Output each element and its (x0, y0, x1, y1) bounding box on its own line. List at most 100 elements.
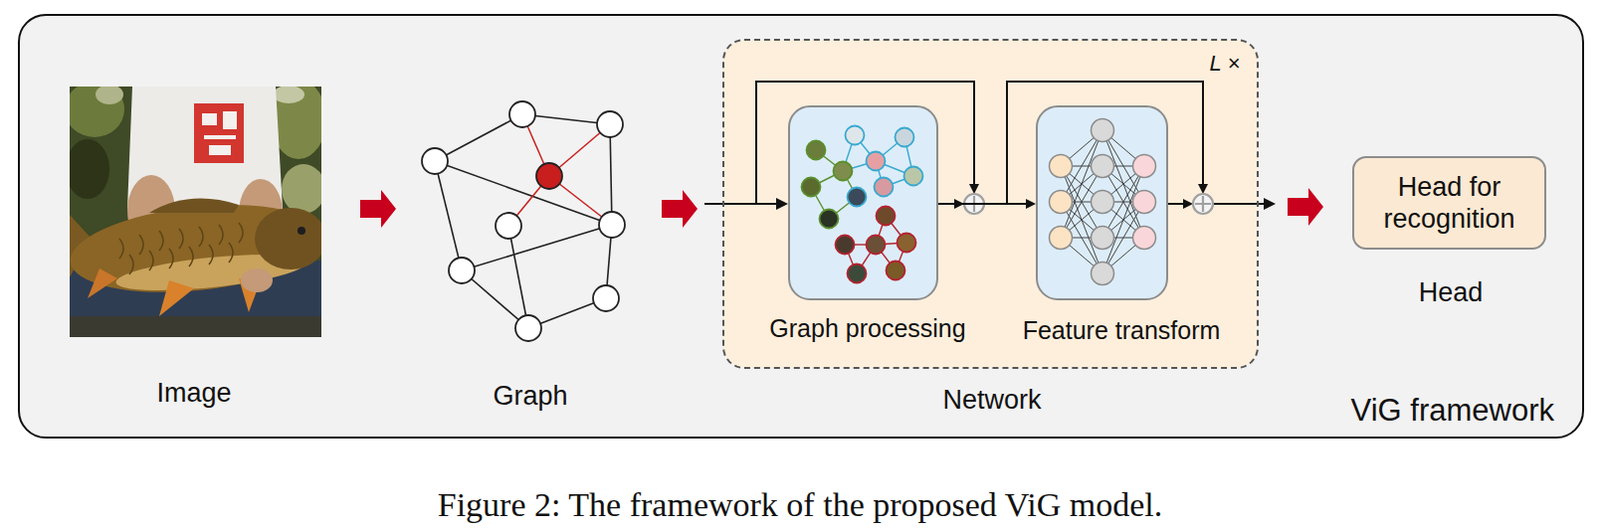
mlp-neuron (1049, 226, 1073, 250)
patch-node (806, 141, 826, 161)
box-fill (18, 14, 1584, 438)
graph-edges (434, 114, 612, 329)
patch-node (874, 178, 894, 198)
flow-arrow-shape (1287, 188, 1324, 226)
graph-center-vertex (536, 163, 563, 190)
graph-vertex (597, 111, 623, 138)
arrow-head (1263, 198, 1276, 210)
foliage (272, 86, 305, 104)
graph-vertex (509, 101, 536, 128)
fish-head (254, 207, 322, 270)
graph-vertex (495, 212, 522, 239)
graph-edge (434, 161, 612, 225)
wire (1168, 202, 1185, 205)
mlp-illustration (1049, 119, 1157, 286)
box-fill (723, 39, 1258, 369)
patch-node (866, 152, 886, 172)
fish-scales (119, 222, 243, 275)
box-fill (789, 106, 938, 300)
foliage (95, 86, 124, 105)
arrow-head (1183, 199, 1194, 209)
patch-node (904, 167, 924, 187)
adder-circle (1193, 194, 1213, 214)
flow-arrow (360, 190, 397, 228)
adder-plus (1195, 196, 1211, 212)
module-label: Feature transform (1022, 315, 1221, 346)
arrow-head (1198, 184, 1208, 195)
foliage (69, 86, 125, 138)
fish-fin (159, 280, 195, 317)
arrow-head (776, 198, 789, 210)
mlp-neuron (1049, 155, 1073, 179)
graph-vertex (515, 315, 542, 342)
graph-edge (609, 124, 612, 225)
arrow-head (1025, 199, 1036, 209)
fish-fin (149, 199, 239, 213)
graph-neighbour-edges (508, 114, 612, 226)
patch-node (866, 235, 886, 255)
image-label: Image (156, 377, 231, 409)
framework-panel: ViG frameworkImageGraphL ×NetworkGraph p… (17, 13, 1585, 439)
mlp-neuron (1133, 155, 1157, 179)
fish-fin (87, 268, 118, 299)
image-item: Image (29, 86, 359, 411)
graph-vertex (448, 257, 475, 284)
patch-node (895, 128, 915, 148)
graph-processing-box: Graph processing (788, 105, 939, 301)
feature-transform-box: Feature transform (1035, 105, 1169, 301)
box-fill (1353, 157, 1546, 249)
patch-graph (801, 126, 924, 284)
fish-eye (297, 226, 306, 235)
flow-arrow-shape (661, 190, 698, 228)
framework-title: ViG framework (1351, 392, 1555, 429)
ground (69, 316, 322, 338)
mlp-neuron (1091, 119, 1115, 143)
patch-node (897, 233, 917, 253)
patch-node (833, 162, 853, 182)
mlp-neuron (1133, 191, 1157, 214)
mlp-links (1060, 130, 1145, 274)
mlp-neuron (1091, 155, 1115, 179)
patch-node (835, 235, 855, 255)
mlp-neurons (1049, 119, 1157, 286)
patch-node (845, 126, 865, 146)
arrow-head (969, 184, 980, 195)
graph-edge (434, 114, 523, 162)
flow-arrow (661, 190, 698, 228)
graph-edge (461, 224, 612, 271)
graph-vertex (421, 148, 448, 175)
patch-node (819, 209, 839, 229)
graph-illustration (421, 101, 625, 342)
fish-body (69, 194, 322, 304)
graph-label: Graph (492, 380, 568, 412)
graph-vertices (421, 101, 625, 342)
patch-node (876, 206, 896, 226)
mlp-neuron (1091, 262, 1115, 286)
photo (69, 86, 322, 338)
graph-item: Graph (398, 86, 637, 411)
network-block: L ×NetworkGraph processingFeature transf… (722, 38, 1259, 370)
mlp-link (1060, 130, 1145, 274)
network-label: Network (942, 384, 1041, 416)
connector (938, 199, 1036, 209)
patch-node (847, 188, 867, 207)
graph-vertex (593, 285, 619, 312)
head-box: Head for recognitionHead (1352, 156, 1547, 250)
graph-edge (508, 225, 529, 329)
graph-edge (434, 161, 462, 271)
graph-vertex (599, 211, 625, 238)
figure-caption: Figure 2: The framework of the proposed … (0, 485, 1600, 526)
foliage (281, 164, 322, 214)
patch-node (886, 261, 906, 281)
repeat-label: L × (1209, 50, 1241, 77)
patch-node (847, 264, 867, 284)
patch-nodes (801, 126, 924, 284)
mlp-neuron (1049, 191, 1073, 214)
mlp-neuron (1133, 226, 1157, 250)
input-wire (704, 202, 779, 205)
shirt-logo-mark (201, 111, 237, 156)
box-fill (1036, 106, 1168, 300)
